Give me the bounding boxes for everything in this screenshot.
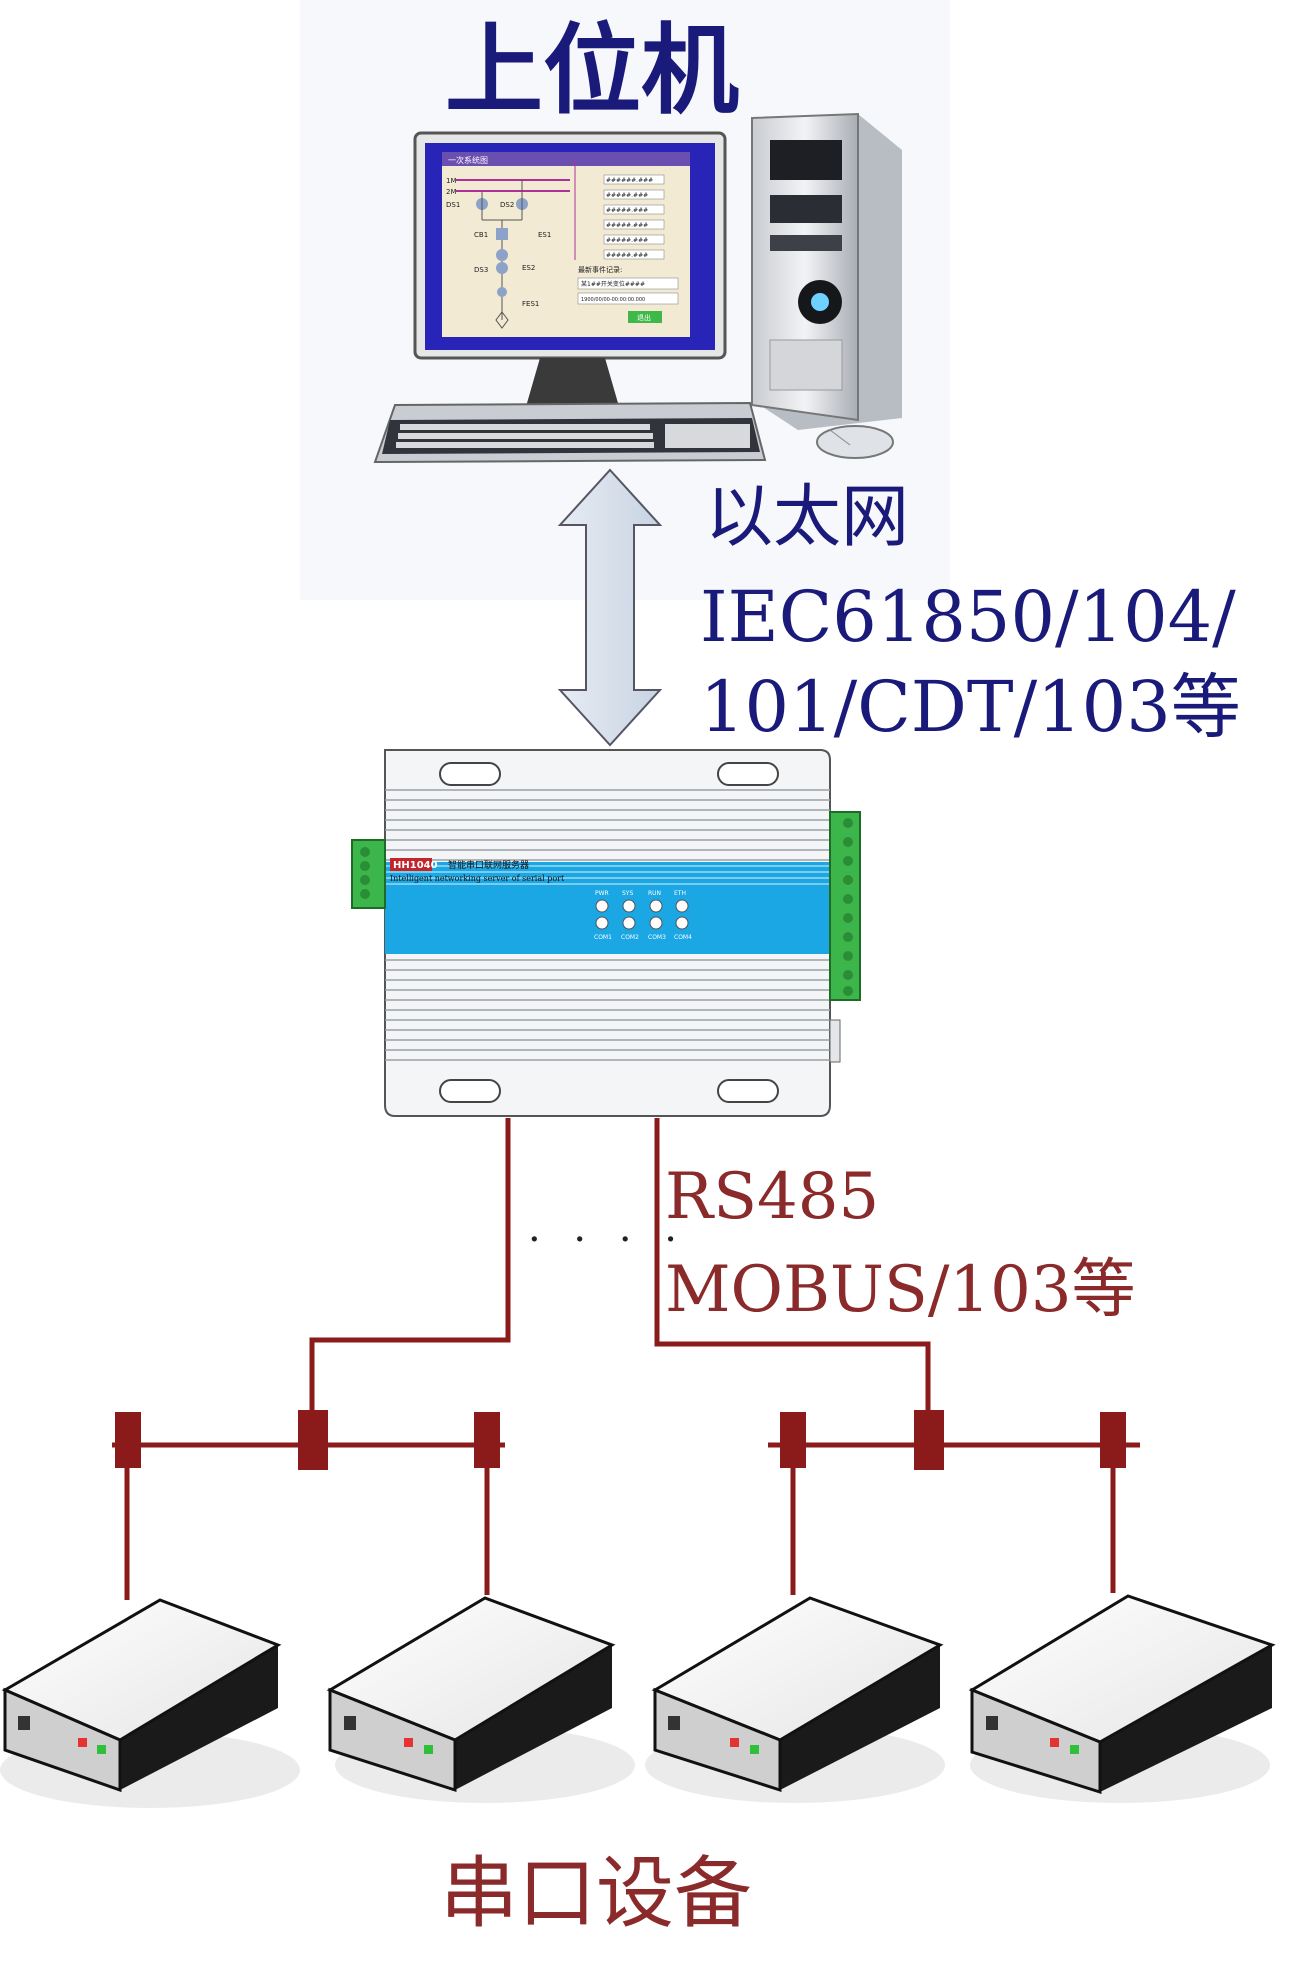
more-lines-ellipsis: · · · ·	[528, 1217, 688, 1263]
switch-ds1: DS1	[446, 201, 460, 209]
led-label-run: RUN	[648, 890, 661, 897]
led-label-pwr: PWR	[595, 890, 609, 897]
serial-device-4	[968, 1594, 1276, 1803]
event-label: 最新事件记录:	[578, 265, 622, 274]
led-label-sys: SYS	[622, 890, 633, 897]
terminal-block-left	[351, 839, 386, 909]
reading-3: #####.###	[606, 207, 648, 214]
serial-device-3	[645, 1596, 945, 1803]
reading-5: #####.###	[606, 237, 648, 244]
reading-2: #####.###	[606, 192, 648, 199]
keyboard	[373, 401, 767, 464]
rs485-bus	[112, 1118, 1140, 1600]
serial-device-1	[0, 1598, 300, 1808]
serial-label-line2: MOBUS/103等	[665, 1253, 1136, 1327]
model-label: HH1040	[393, 860, 438, 871]
ethernet-arrow	[557, 468, 663, 747]
bus-label-2m: 2M	[446, 188, 457, 196]
switch-es1: ES1	[538, 231, 551, 239]
switch-fes1: FES1	[522, 300, 539, 308]
ethernet-protocols-line1: IEC61850/104/	[700, 576, 1236, 658]
serial-devices-title: 串口设备	[440, 1849, 753, 1939]
switch-es2: ES2	[522, 264, 535, 272]
event-time: 1900/00/00-00:00:00.000	[581, 297, 645, 303]
mouse	[816, 425, 894, 459]
gateway-device: HH1040 智能串口联网服务器 Intelligent networking …	[351, 749, 861, 1117]
reading-6: #####.###	[606, 252, 648, 259]
scada-screen: 一次系统图 1M 2M DS1 DS2 CB1 ES1 DS3 ES2 FES1…	[446, 155, 679, 329]
device-name-en: Intelligent networking server of serial …	[390, 874, 565, 883]
serial-device-2	[326, 1596, 635, 1803]
led-label-com3: COM3	[648, 934, 666, 941]
bus-taps	[115, 1410, 1126, 1470]
switch-ds2: DS2	[500, 201, 514, 209]
ethernet-protocols-line2: 101/CDT/103等	[700, 666, 1241, 748]
switch-cb1: CB1	[474, 231, 488, 239]
serial-devices	[0, 1594, 1276, 1808]
reading-4: #####.###	[606, 222, 648, 229]
host-computer: 一次系统图 1M 2M DS1 DS2 CB1 ES1 DS3 ES2 FES1…	[300, 0, 950, 600]
ethernet-label: 以太网	[705, 478, 910, 557]
reading-1: ######.###	[606, 177, 653, 184]
led-label-com4: COM4	[674, 934, 692, 941]
reading-list: ######.### #####.### #####.### #####.###…	[603, 174, 665, 260]
model-badge	[390, 858, 432, 871]
switch-ds3: DS3	[474, 266, 488, 274]
led-label-com1: COM1	[594, 934, 612, 941]
host-title: 上位机	[445, 14, 740, 128]
led-label-com2: COM2	[621, 934, 639, 941]
device-name-cn: 智能串口联网服务器	[448, 859, 529, 871]
pc-tower	[751, 112, 902, 430]
led-label-eth: ETH	[674, 890, 686, 897]
screen-title: 一次系统图	[448, 155, 488, 165]
terminal-block-right	[829, 811, 861, 1063]
serial-label-line1: RS485	[665, 1160, 880, 1234]
exit-button: 退出	[637, 313, 651, 322]
status-leds: PWR SYS RUN ETH COM1 COM2 COM3 COM4	[594, 890, 692, 941]
mounting-slots	[439, 762, 779, 1103]
event-text: 某1##开关变位####	[581, 280, 645, 288]
bus-label-1m: 1M	[446, 177, 457, 185]
cooling-fins	[385, 789, 830, 1061]
